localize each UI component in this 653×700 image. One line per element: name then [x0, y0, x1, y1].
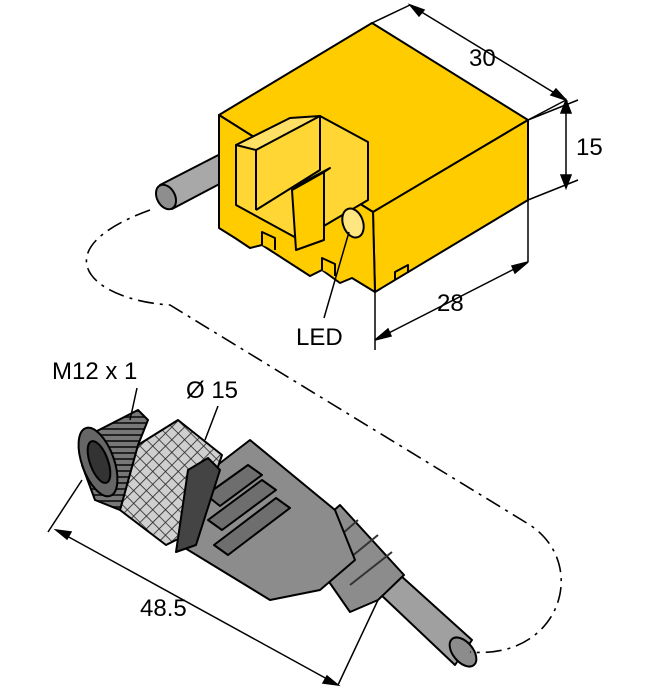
connection-dashed-line [85, 209, 563, 654]
dim-15-label: 15 [576, 134, 603, 161]
led-window [341, 207, 365, 239]
led-label: LED [296, 324, 343, 351]
dim-48-5-label: 48.5 [140, 595, 187, 622]
diameter-label: Ø 15 [186, 377, 238, 404]
sensor [154, 22, 529, 293]
dim-30-label: 30 [469, 45, 496, 72]
dark-ring [175, 457, 221, 553]
connector [77, 409, 478, 668]
grip-ridges [205, 464, 291, 556]
dimensions [47, 3, 579, 687]
thread-label: M12 x 1 [52, 358, 137, 385]
dim-28-label: 28 [437, 290, 464, 317]
